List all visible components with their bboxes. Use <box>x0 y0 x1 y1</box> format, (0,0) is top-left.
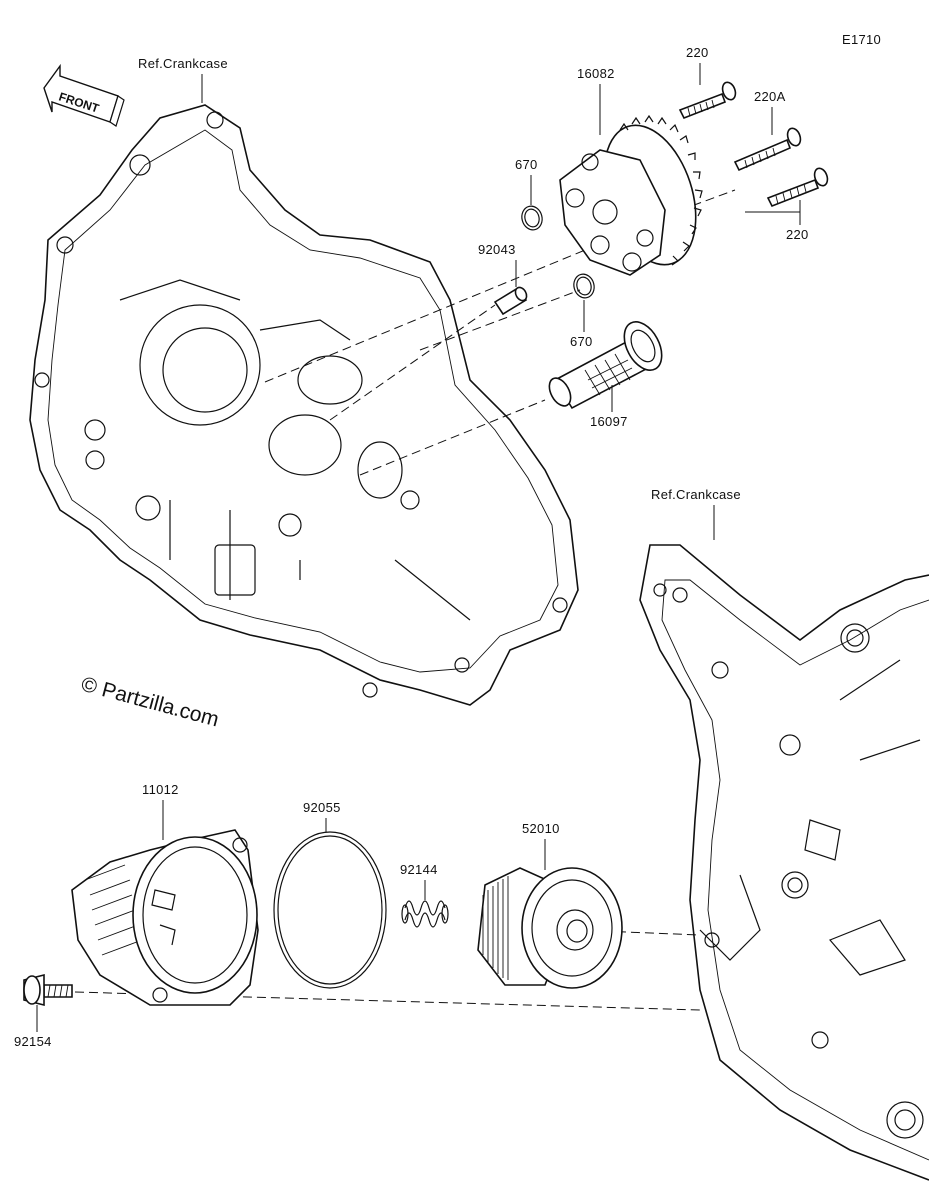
part-number-oring-670-bottom: 670 <box>570 334 593 349</box>
crankcase-left <box>29 104 579 706</box>
part-number-oring-670-top: 670 <box>515 157 538 172</box>
oil-filter-cover <box>71 829 259 1006</box>
front-arrow-icon: FRONT <box>43 63 125 127</box>
oring-670-top <box>521 205 543 231</box>
part-number-bolt-220a: 220A <box>754 89 786 104</box>
bolt-220-bottom <box>766 167 829 208</box>
crankcase-right <box>639 544 929 1181</box>
dowel-pin <box>493 286 528 316</box>
part-number-oil-filter: 52010 <box>522 821 560 836</box>
assembly-lines <box>74 189 736 1011</box>
oring-670-bottom <box>573 273 595 299</box>
part-number-spring: 92144 <box>400 862 438 877</box>
bolt-220-top <box>678 81 737 120</box>
part-number-dowel-pin: 92043 <box>478 242 516 257</box>
part-number-oil-strainer: 16097 <box>590 414 628 429</box>
part-number-oil-filter-cover: 11012 <box>142 782 179 797</box>
part-number-oil-pump: 16082 <box>577 66 615 81</box>
oil-filter <box>477 867 623 989</box>
bolt-92154 <box>23 973 73 1007</box>
part-number-oring-92055: 92055 <box>303 800 341 815</box>
part-number-bolt-220-bottom: 220 <box>786 227 809 242</box>
ref-crankcase-right: Ref.Crankcase <box>651 487 741 502</box>
part-number-bolt-220-top: 220 <box>686 45 709 60</box>
watermark: © Partzilla.com <box>79 673 222 732</box>
diagram-code: E1710 <box>842 32 881 47</box>
oil-pump <box>559 114 703 276</box>
ref-crankcase-left: Ref.Crankcase <box>138 56 228 71</box>
bolt-220a <box>733 127 802 172</box>
spring <box>401 900 449 928</box>
oil-strainer <box>548 321 663 410</box>
leader-bolt-220-bottom <box>745 200 801 225</box>
oring-92055 <box>273 831 387 989</box>
part-number-bolt-92154: 92154 <box>14 1034 52 1049</box>
